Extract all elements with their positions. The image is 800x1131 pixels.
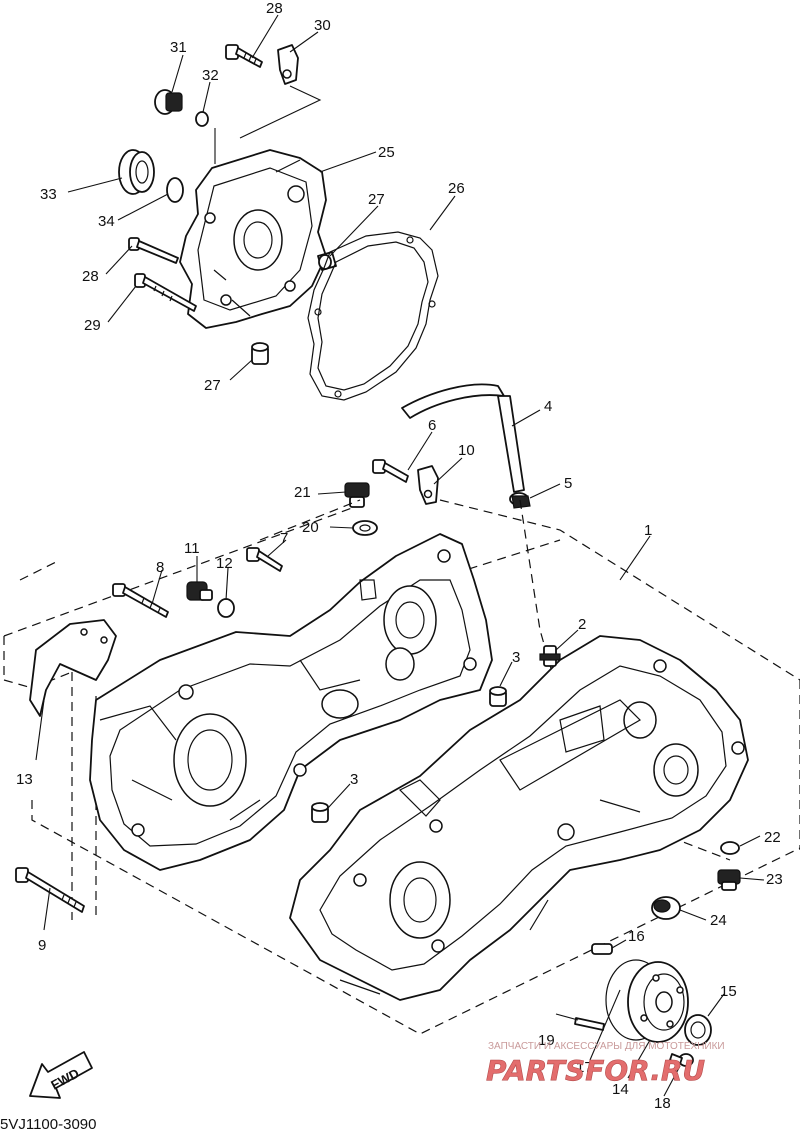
bolt-8	[112, 583, 169, 618]
callout-11: 11	[184, 540, 200, 557]
oil-seal-33	[118, 149, 155, 195]
bolt-9	[15, 867, 85, 913]
callout-15: 15	[720, 983, 737, 1000]
callout-33: 33	[40, 186, 57, 203]
washer-22	[720, 841, 740, 855]
dowel-pin-3-lower	[311, 802, 329, 823]
callout-20: 20	[302, 519, 319, 536]
crankcase-cover-assembly	[118, 44, 439, 401]
washer-20	[352, 520, 378, 536]
callout-14: 14	[612, 1081, 629, 1098]
callout-30: 30	[314, 17, 331, 34]
callout-27-lower: 27	[204, 377, 221, 394]
gasket-26	[307, 231, 439, 401]
callout-27-upper: 27	[368, 191, 385, 208]
callout-28-top: 28	[266, 0, 283, 17]
part-11	[186, 581, 213, 601]
nipple-2	[539, 645, 561, 667]
callout-32: 32	[202, 67, 219, 84]
clamp-10	[417, 465, 439, 505]
callout-16: 16	[628, 928, 645, 945]
callout-1: 1	[644, 522, 652, 539]
callout-26: 26	[448, 180, 465, 197]
callout-22: 22	[764, 829, 781, 846]
callout-7: 7	[280, 530, 288, 547]
dowel-pin-27-lower	[251, 342, 269, 365]
pin-16	[591, 943, 613, 955]
bolt-6	[372, 459, 409, 483]
watermark-tagline: ЗАПЧАСТИ И АКСЕССУАРЫ ДЛЯ МОТОТЕХНИКИ	[488, 1041, 725, 1052]
callout-25: 25	[378, 144, 395, 161]
breather-hose-assembly	[344, 383, 531, 536]
pulley-14	[605, 959, 689, 1043]
callout-34: 34	[98, 213, 115, 230]
callout-4: 4	[544, 398, 552, 415]
plug-31	[154, 89, 183, 115]
callout-labels: 28 30 31 32 25 33 34 27 26 28 29 27 4 6 …	[16, 0, 783, 1112]
leader-lines	[35, 14, 765, 1097]
bolt-28-middle	[128, 237, 179, 264]
drain-bolt-21	[344, 482, 370, 508]
callout-13: 13	[16, 771, 33, 788]
screw-18	[669, 1053, 694, 1067]
clamp-30	[277, 44, 299, 85]
callout-29: 29	[84, 317, 101, 334]
bolt-28-top	[225, 44, 263, 68]
callout-2: 2	[578, 616, 586, 633]
callout-3-lower: 3	[350, 771, 358, 788]
washer-12	[217, 598, 235, 618]
dowel-pin-3-upper	[489, 686, 507, 707]
watermark: ЗАПЧАСТИ И АКСЕССУАРЫ ДЛЯ МОТОТЕХНИКИ PA…	[486, 1041, 725, 1087]
pin-19	[574, 1017, 605, 1031]
callout-24: 24	[710, 912, 727, 929]
callout-23: 23	[766, 871, 783, 888]
watermark-brand: PARTSFOR.RU	[486, 1054, 705, 1087]
callout-19: 19	[538, 1032, 555, 1049]
callout-8: 8	[156, 559, 164, 576]
callout-17: 17	[576, 1059, 593, 1076]
forward-direction-arrow: FWD	[29, 1051, 93, 1099]
callout-5: 5	[564, 475, 572, 492]
callout-9: 9	[38, 937, 46, 954]
bolt-7	[246, 547, 283, 572]
o-ring-34	[166, 177, 184, 203]
callout-18: 18	[654, 1095, 671, 1112]
left-crankcase-half	[89, 533, 493, 871]
plug-23	[717, 869, 741, 891]
bolt-29	[134, 273, 197, 312]
oil-seal-24	[651, 896, 681, 920]
plate-13	[29, 619, 117, 717]
callout-12: 12	[216, 555, 233, 572]
o-ring-32	[195, 111, 209, 127]
right-crankcase-half	[289, 635, 749, 1001]
callout-31: 31	[170, 39, 187, 56]
oil-seal-15	[684, 1014, 712, 1046]
document-number: 5VJ1100-3090	[0, 1116, 96, 1131]
callout-3-upper: 3	[512, 649, 520, 666]
crankcase-cover-25	[179, 149, 327, 329]
callout-21: 21	[294, 484, 311, 501]
callout-6: 6	[428, 417, 436, 434]
callout-28-middle: 28	[82, 268, 99, 285]
callout-10: 10	[458, 442, 475, 459]
